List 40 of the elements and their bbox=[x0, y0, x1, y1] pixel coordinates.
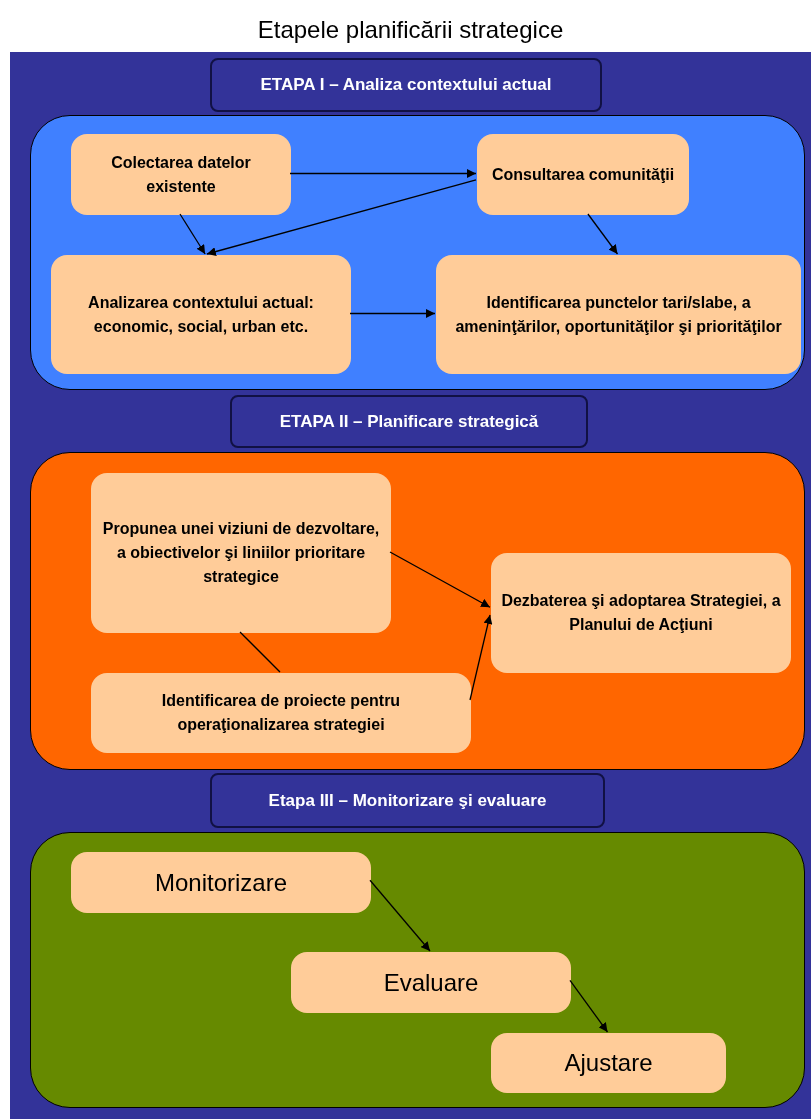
stage-header bbox=[210, 773, 605, 828]
step-text: Analizarea contextului actual: economic, social, urban etc. bbox=[87, 292, 315, 337]
step-text: Dezbaterea şi adoptarea Strategiei, a Planului de Acţiuni bbox=[500, 591, 782, 635]
step-box bbox=[477, 134, 689, 215]
arrow bbox=[179, 213, 206, 255]
arrow bbox=[569, 979, 609, 1033]
step-text: Consultarea comunităţii bbox=[491, 164, 675, 185]
title: Etapele planificării strategice bbox=[256, 15, 565, 45]
stage-header bbox=[230, 395, 588, 448]
step-box bbox=[436, 255, 801, 374]
step-text: Propunea unei viziuni de dezvoltare, a obiectivelor şi liniilor prioritare strategice bbox=[101, 519, 381, 587]
stage-panel bbox=[30, 452, 805, 770]
step-box bbox=[491, 553, 791, 673]
stage-panel bbox=[30, 832, 805, 1108]
step-text: Identificarea punctelor tari/slabe, a ameninţărilor, oportunităţilor şi priorităţilor bbox=[454, 292, 783, 337]
stage-title: ETAPA II – Planificare strategică bbox=[279, 410, 539, 433]
step-text: Ajustare bbox=[564, 1048, 653, 1078]
stage-header bbox=[210, 58, 602, 112]
connector-line bbox=[239, 631, 281, 673]
stage-title: Etapa III – Monitorizare şi evaluare bbox=[268, 789, 547, 812]
arrow bbox=[389, 551, 491, 608]
arrow bbox=[349, 309, 436, 318]
step-box bbox=[71, 134, 291, 215]
step-box bbox=[91, 473, 391, 633]
step-box bbox=[51, 255, 351, 374]
step-box bbox=[71, 852, 371, 913]
step-text: Monitorizare bbox=[154, 867, 287, 898]
arrow bbox=[469, 614, 493, 701]
step-box bbox=[291, 952, 571, 1013]
arrow bbox=[206, 179, 477, 256]
stage-title: ETAPA I – Analiza contextului actual bbox=[260, 74, 552, 97]
arrow bbox=[369, 879, 431, 952]
step-text: Identificarea de proiecte pentru operaţionalizarea strategiei bbox=[160, 691, 402, 735]
arrow bbox=[587, 213, 619, 255]
arrow bbox=[289, 169, 477, 178]
step-text: Colectarea datelor existente bbox=[110, 152, 252, 197]
step-text: Evaluare bbox=[383, 967, 479, 998]
step-box bbox=[91, 673, 471, 753]
stage-panel bbox=[30, 115, 805, 390]
step-box bbox=[491, 1033, 726, 1093]
